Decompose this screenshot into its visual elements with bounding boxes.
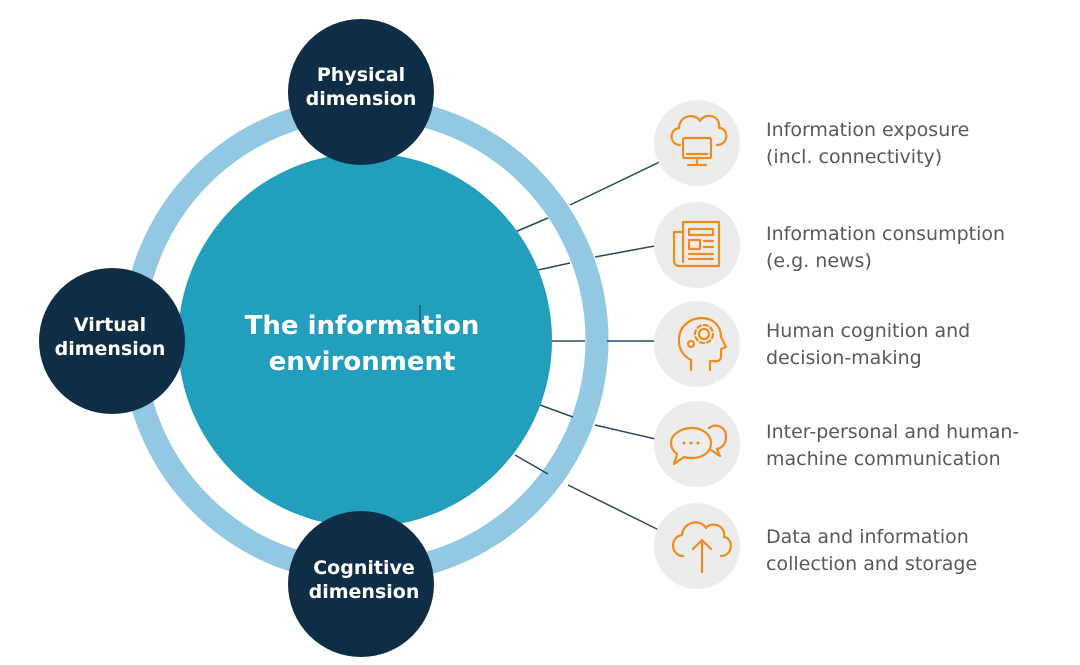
item-label-data-collection: Data and information collection and stor… [766,526,978,575]
connector-line [514,217,549,233]
physical-dimension-label: Physical dimension [305,64,417,110]
item-label-human-cognition: Human cognition and decision-making [766,320,971,369]
chat-bubbles-icon [669,424,728,466]
cognitive-dimension-label: Cognitive dimension [308,557,420,603]
center-circle [178,153,552,527]
item-label-communication: Inter-personal and human- machine commun… [766,421,1020,470]
virtual-dimension-label: Virtual dimension [54,314,166,360]
icon-badge [654,100,740,186]
newspaper-icon [672,220,721,268]
connector-lines [514,157,669,534]
physical-dimension-node [288,19,434,165]
head-gear-icon [677,316,728,372]
connector-line [514,454,549,475]
item-label-information-consumption: Information consumption (e.g. news) [766,223,1006,272]
connector-line [567,484,666,534]
icon-badge [654,301,740,387]
connector-line [537,262,571,271]
cognitive-dimension-node [288,511,434,657]
center-label: The information environment [244,311,480,377]
connector-line [594,244,661,258]
virtual-dimension-node [39,268,185,414]
connector-line [539,404,574,418]
connector-line [594,424,661,441]
icon-badge [654,202,740,288]
connector-line [569,157,669,206]
item-label-information-exposure: Information exposure (incl. connectivity… [766,119,970,168]
cloud-upload-icon [672,521,732,574]
cloud-monitor-icon [670,114,728,167]
